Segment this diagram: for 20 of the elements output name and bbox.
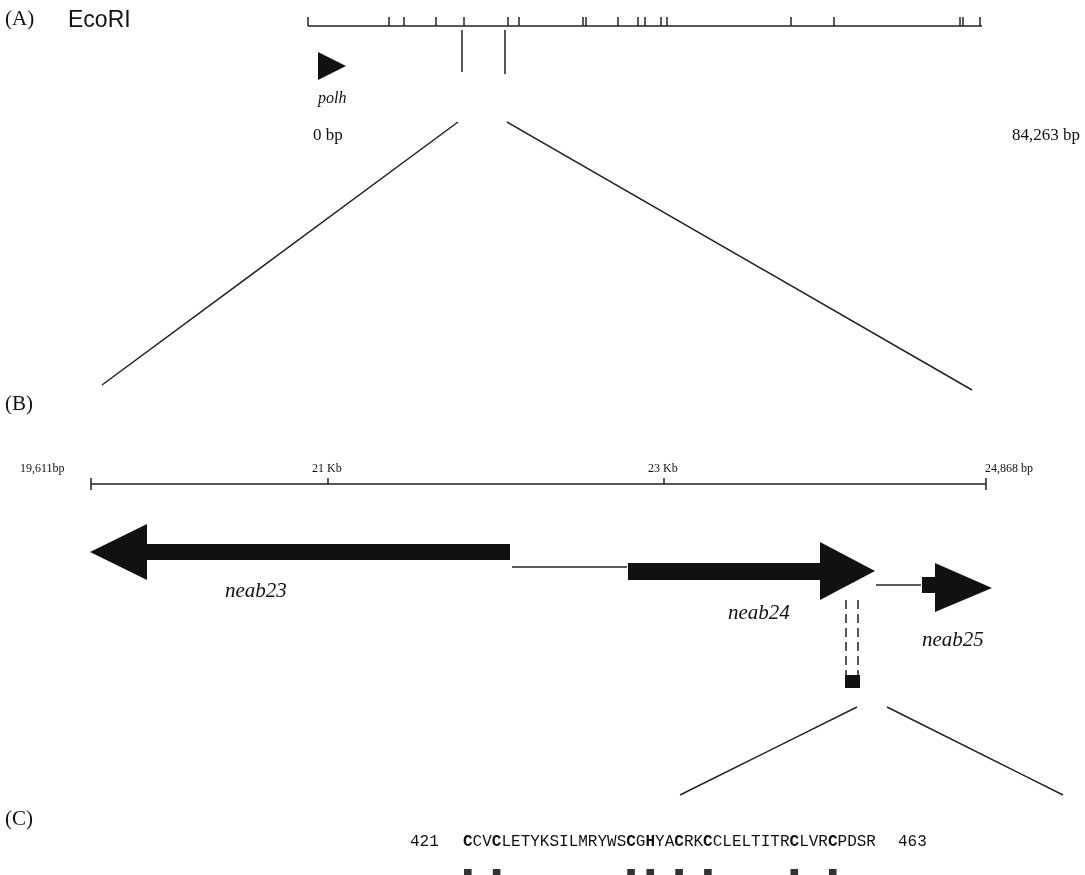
- coordinate-label: 84,263 bp: [1012, 126, 1080, 143]
- scale-tick-label: 23 Kb: [648, 462, 678, 474]
- panel-label: (B): [5, 393, 33, 414]
- dashed-connector: [845, 599, 859, 676]
- gene-label: neab23: [225, 580, 287, 601]
- residue-number: 463: [898, 834, 927, 850]
- coordinate-label: 24,868 bp: [985, 462, 1033, 474]
- gene-label: polh: [318, 90, 347, 106]
- gene-label: neab25: [922, 629, 984, 650]
- intergenic-line: [875, 584, 922, 586]
- protein-sequence: CCVCLETYKSILMRYWSCGHYACRKCCLELTITRCLVRCPDSR: [463, 834, 876, 850]
- panel-label: (C): [5, 808, 33, 829]
- gene-label: neab24: [728, 602, 790, 623]
- scale-tick-label: 21 Kb: [312, 462, 342, 474]
- coordinate-label: 0 bp: [313, 126, 343, 143]
- residue-number: 421: [410, 834, 439, 850]
- coordinate-label: 19,611bp: [20, 462, 65, 474]
- intergenic-line: [511, 566, 628, 568]
- enzyme-label: EcoRI: [68, 8, 131, 31]
- panel-label: (A): [5, 8, 35, 29]
